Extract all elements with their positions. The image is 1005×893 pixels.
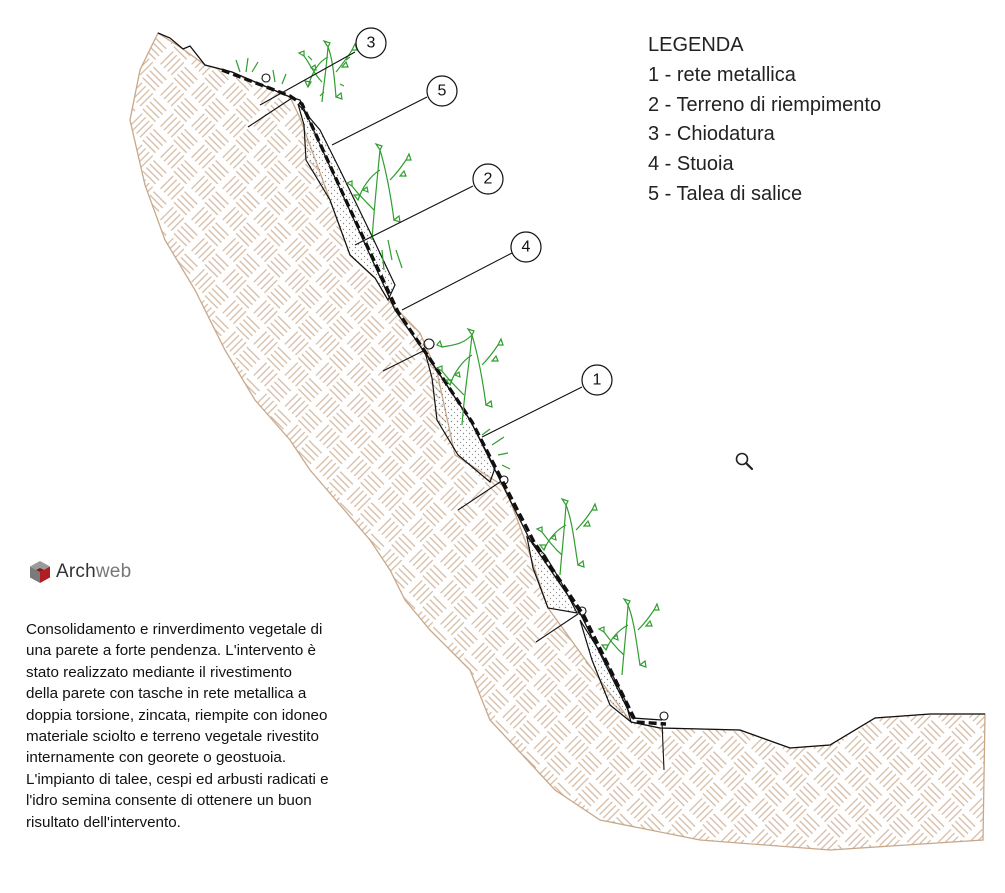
willow-cutting [297, 39, 358, 103]
description-line: l'idro semina consente di ottenere un bu… [26, 792, 312, 810]
callout-3-number: 3 [367, 35, 376, 52]
wire-mesh-dashed [221, 68, 667, 726]
description-line: materiale sciolto e terreno vegetale riv… [26, 728, 319, 746]
description-line: doppia torsione, zincata, riempite con i… [26, 706, 328, 724]
description-line: risultato dell'intervento. [26, 813, 181, 831]
callout-5-number: 5 [438, 83, 447, 100]
legend-item: 3 - Chiodatura [648, 123, 775, 146]
willow-cutting [435, 327, 511, 470]
legend: LEGENDA 1 - rete metallica 2 - Terreno d… [648, 31, 881, 210]
logo-text: Archweb [56, 561, 131, 583]
ground-outline [630, 713, 985, 749]
description: Consolidamento e rinverdimento vegetale … [26, 619, 376, 833]
description-line: stato realizzato mediante il rivestiment… [26, 663, 292, 681]
callout-2: 2 [354, 163, 504, 246]
callout-2-number: 2 [484, 171, 493, 188]
callout-5: 5 [331, 75, 458, 146]
archweb-logo: Archweb [28, 560, 131, 584]
description-line: della parete con tasche in rete metallic… [26, 685, 307, 703]
ground-outline [157, 32, 291, 98]
callout-1-number: 1 [593, 372, 602, 389]
legend-item: 4 - Stuoia [648, 153, 734, 176]
willow-cutting [597, 597, 660, 676]
callout-4-number: 4 [522, 239, 531, 256]
description-line: L'impianto di talee, cespi ed arbusti ra… [26, 770, 329, 788]
grass-tufts [235, 57, 287, 85]
willow-cutting [535, 497, 598, 576]
logo-text-arch: Arch [56, 561, 96, 582]
legend-title: LEGENDA [648, 34, 744, 56]
fill-pocket [526, 535, 579, 614]
legend-item: 1 - rete metallica [648, 63, 796, 86]
vegetation [235, 39, 660, 676]
legend-item: 5 - Talea di salice [648, 182, 803, 205]
description-line: una parete a forte pendenza. L'intervent… [26, 642, 316, 660]
anchor-nails [247, 73, 669, 771]
callout-1: 1 [481, 364, 613, 438]
magnifier-icon[interactable] [734, 451, 754, 471]
willow-cutting [345, 142, 412, 271]
description-line: internamente con georete o geostuoia. [26, 749, 287, 767]
callout-3: 3 [259, 27, 387, 106]
archweb-cube-icon [30, 561, 50, 583]
callout-4: 4 [401, 231, 542, 311]
legend-item: 2 - Terreno di riempimento [648, 93, 882, 116]
logo-text-web: web [95, 561, 132, 582]
description-line: Consolidamento e rinverdimento vegetale … [26, 621, 323, 638]
